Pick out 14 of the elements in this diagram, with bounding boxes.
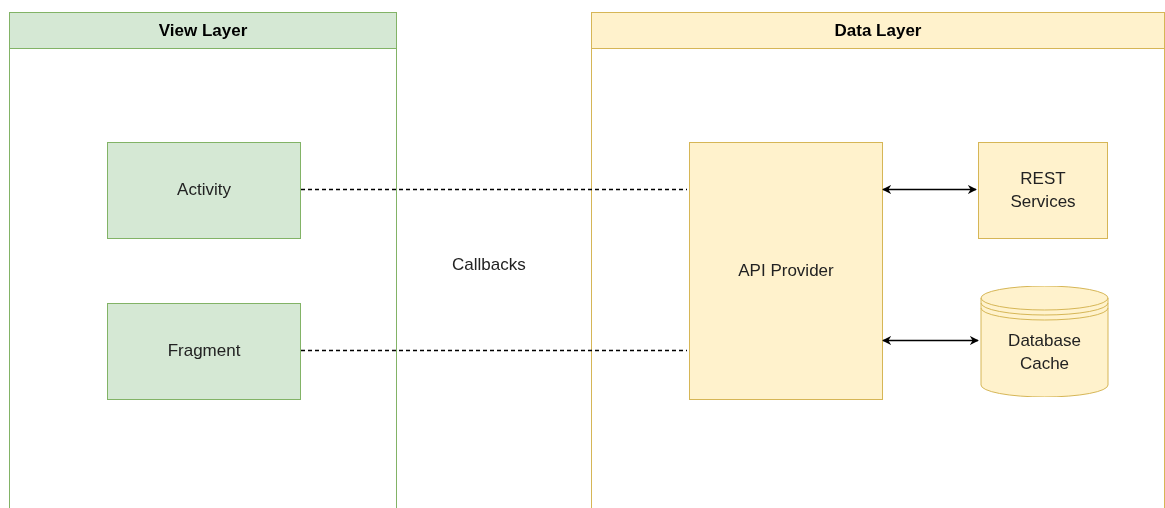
node-label: Database Cache: [1007, 330, 1082, 375]
swimlane: [591, 12, 1165, 508]
double-arrow: [882, 336, 979, 345]
connector-line: [300, 349, 688, 352]
process-box: Fragment: [107, 303, 301, 400]
process-box: REST Services: [978, 142, 1108, 239]
lane-title: Data Layer: [592, 13, 1164, 49]
callbacks-label: Callbacks: [452, 255, 526, 275]
swimlane: [9, 12, 397, 508]
connector-line: [300, 188, 688, 191]
process-box: Activity: [107, 142, 301, 239]
double-arrow: [882, 185, 977, 194]
process-box: API Provider: [689, 142, 883, 400]
lane-title: View Layer: [10, 13, 396, 49]
